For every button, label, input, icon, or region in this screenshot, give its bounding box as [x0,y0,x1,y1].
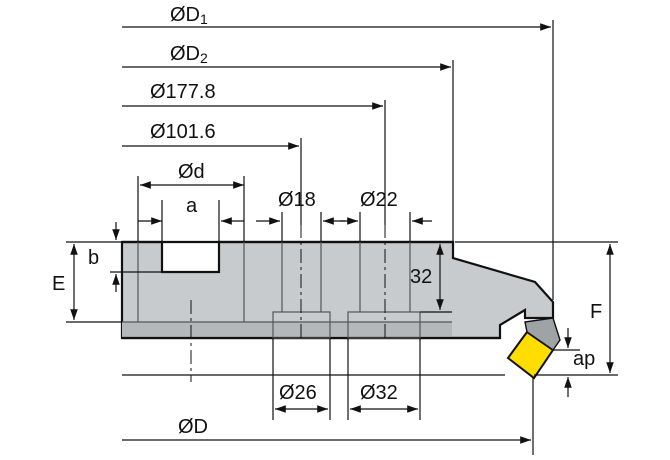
label-32: Ø32 [360,382,398,404]
label-177: Ø177.8 [150,81,216,103]
label-22: Ø22 [360,189,398,211]
label-d: Ød [178,161,205,183]
body-section [120,240,555,340]
label-b: b [88,247,99,269]
label-d1: ØD1 [170,4,208,27]
label-d2: ØD2 [170,43,208,66]
insert-seat [524,317,561,351]
label-a: a [186,195,198,217]
label-ap: ap [573,348,595,370]
label-dD: ØD [178,416,208,438]
label-32-height: 32 [410,266,432,288]
counterbore-32 [347,311,421,339]
cutter-body [120,224,555,382]
label-18: Ø18 [278,189,316,211]
body-bottom-band [122,322,452,338]
cutting-insert [506,317,561,380]
right-dimensions: 32 F ap [410,241,618,397]
top-dimensions: ØD1 ØD2 Ø177.8 Ø101.6 Ød a Ø18 [122,4,554,300]
label-e: E [52,273,65,295]
label-f: F [590,301,602,323]
left-dimensions: E b [52,222,162,323]
label-26: Ø26 [279,382,317,404]
label-101: Ø101.6 [150,121,216,143]
bottom-dimensions: Ø26 Ø32 ØD [122,338,534,455]
